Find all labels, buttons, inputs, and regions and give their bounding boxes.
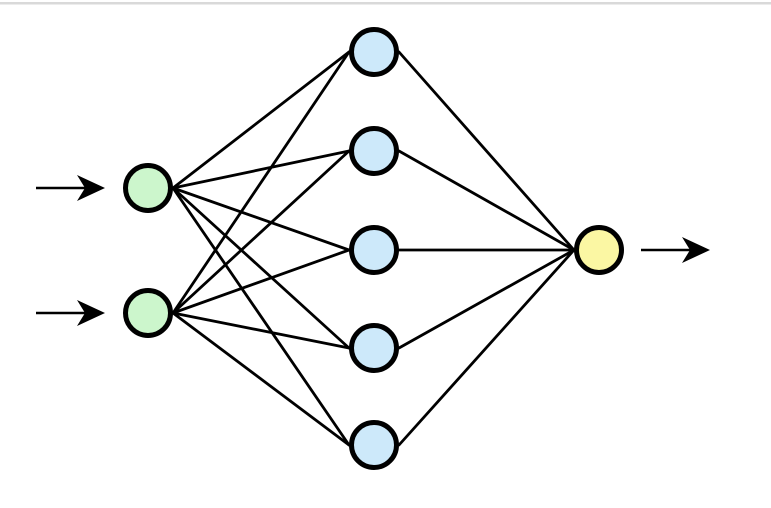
edge-input-1-hidden-4 <box>171 186 351 350</box>
edge-input-2-hidden-4 <box>171 311 351 350</box>
edge-hidden-2-output-1 <box>397 149 576 252</box>
node-hidden-1 <box>349 27 399 77</box>
top-border-line <box>0 2 771 5</box>
edge-input-2-hidden-3 <box>171 248 351 315</box>
node-hidden-2 <box>349 126 399 176</box>
edge-input-1-hidden-3 <box>171 186 351 252</box>
input-arrow-2-head <box>77 300 105 326</box>
edge-input-1-hidden-2 <box>171 149 351 190</box>
edge-hidden-1-output-1 <box>397 50 576 252</box>
node-input-2 <box>123 288 173 338</box>
node-input-1 <box>123 163 173 213</box>
edge-input-2-hidden-5 <box>171 311 351 447</box>
node-hidden-5 <box>349 420 399 470</box>
node-hidden-3 <box>349 225 399 275</box>
output-arrow-head <box>682 237 710 263</box>
edge-hidden-5-output-1 <box>397 248 576 447</box>
edge-input-1-hidden-1 <box>171 50 351 190</box>
node-output-1 <box>574 225 624 275</box>
edge-input-2-hidden-1 <box>171 50 351 315</box>
edge-hidden-4-output-1 <box>397 248 576 350</box>
node-hidden-4 <box>349 323 399 373</box>
edge-input-2-hidden-2 <box>171 149 351 315</box>
input-arrow-1-head <box>77 175 105 201</box>
edge-input-1-hidden-5 <box>171 186 351 447</box>
